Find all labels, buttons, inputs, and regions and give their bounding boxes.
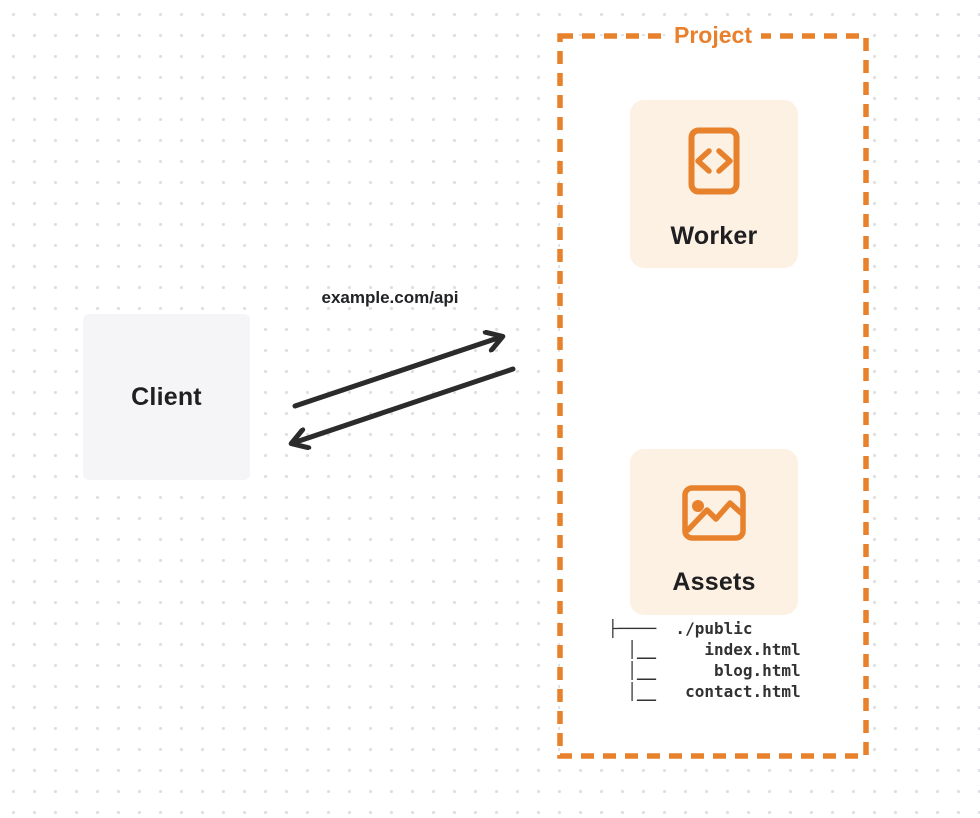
- file-tree: ├──── ./public │__ index.html │__ blog.h…: [608, 619, 801, 701]
- worker-label: Worker: [670, 222, 758, 250]
- project-group-label: Project: [665, 21, 761, 50]
- assets-node: Assets: [630, 449, 798, 615]
- response-arrow: [293, 366, 516, 443]
- image-icon: [682, 485, 746, 541]
- client-node: Client: [83, 314, 250, 480]
- request-response-arrows: [280, 322, 516, 457]
- code-document-icon: [688, 127, 740, 195]
- assets-label: Assets: [672, 568, 756, 596]
- request-url-label: example.com/api: [321, 288, 459, 307]
- worker-node: Worker: [630, 100, 798, 268]
- client-label: Client: [131, 382, 202, 411]
- request-arrow: [292, 337, 501, 409]
